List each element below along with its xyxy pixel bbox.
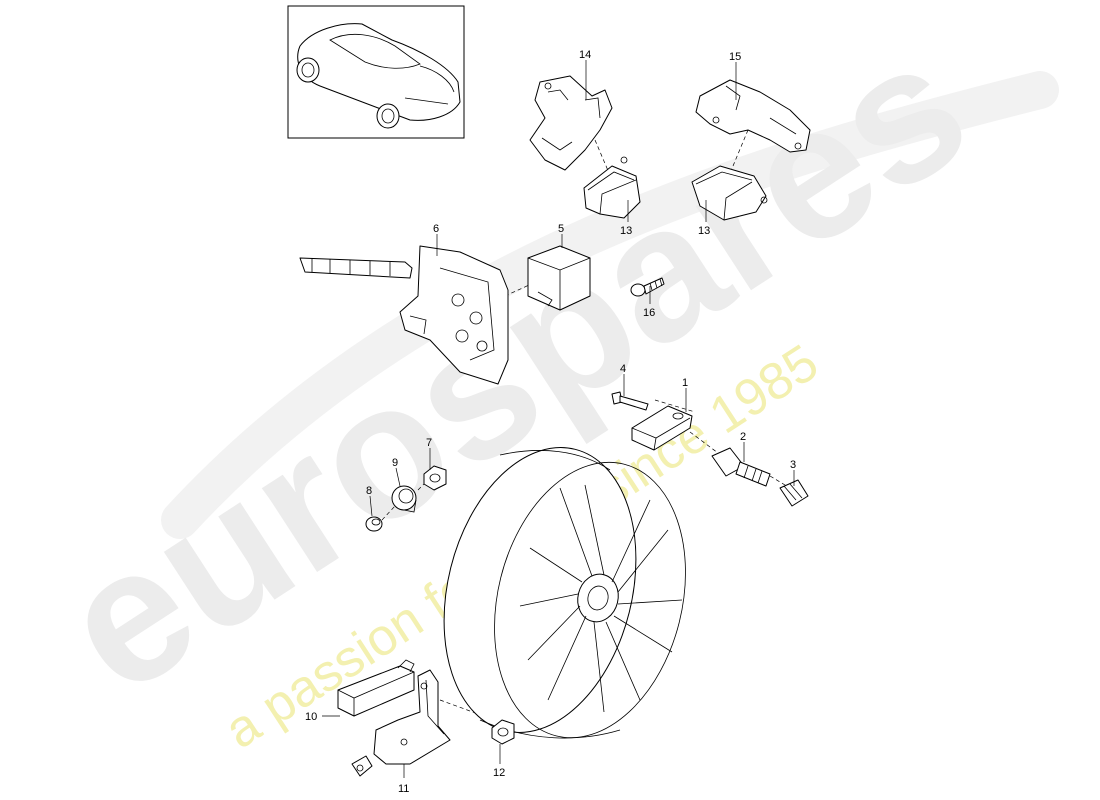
callout-10: 10 [305,711,317,723]
part-5-control-unit [527,245,591,311]
callout-13-right: 13 [698,225,710,237]
leader-lines [322,60,795,778]
callout-13-left: 13 [620,225,632,237]
part-9-grommet [391,485,417,513]
callout-4: 4 [620,363,626,375]
callout-14: 14 [579,49,591,61]
watermark-swoosh [161,71,1059,539]
part-2-valve [711,447,771,487]
callout-12: 12 [493,767,505,779]
part-6-mounting-plate [299,245,509,385]
callout-6: 6 [433,223,439,235]
callout-7: 7 [426,437,432,449]
car-thumbnail [287,5,465,139]
part-15-bracket [695,79,811,153]
part-10-antenna-module [337,659,415,717]
car-rear-three-quarter-icon [296,23,461,129]
callout-11: 11 [398,783,409,795]
callout-numbers: 14 15 13 13 6 5 16 4 1 2 3 7 9 8 10 11 1… [305,49,796,795]
wheel-spokes [519,484,683,713]
callout-5: 5 [558,223,564,235]
callout-3: 3 [790,459,796,471]
callout-1: 1 [682,377,688,389]
callout-8: 8 [366,485,372,497]
wheel-rim [443,447,686,739]
part-7-nut [423,465,447,491]
part-14-bracket [529,75,613,171]
part-13-housing-left [583,156,641,219]
part-12-nut [491,719,515,745]
part-3-valve-cap [779,479,809,507]
part-4-bolt [611,391,649,411]
callout-16: 16 [643,307,655,319]
part-13-housing-right [691,165,768,221]
part-8-cap [365,516,383,532]
part-1-sensor [631,405,693,451]
callout-9: 9 [392,457,398,469]
callout-15: 15 [729,51,741,63]
part-11-bracket [351,669,451,777]
callout-2: 2 [740,431,746,443]
part-16-screw [630,277,665,297]
